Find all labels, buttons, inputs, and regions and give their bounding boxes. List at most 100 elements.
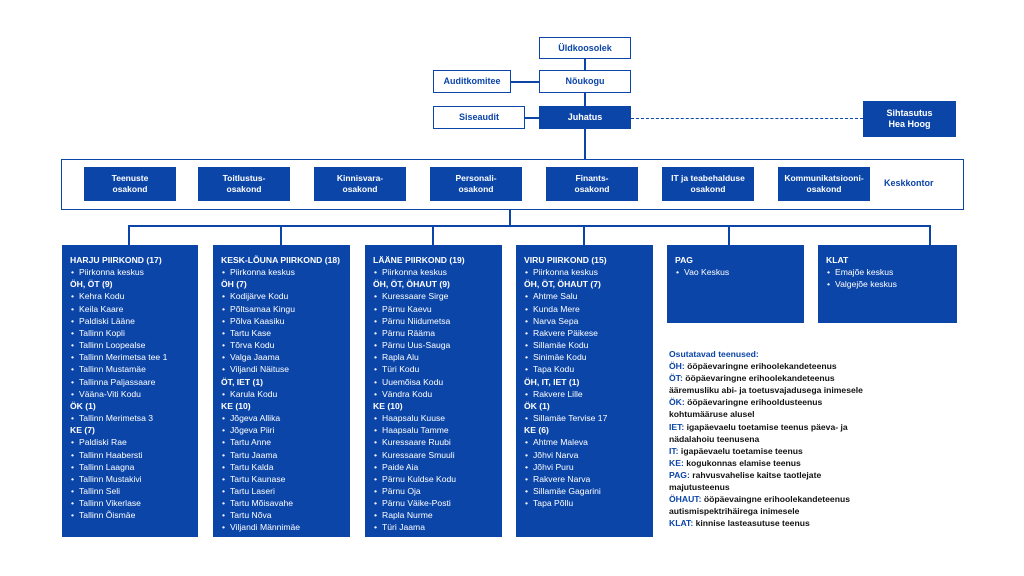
legend-value: igapäevaelu toetamise teenus päeva- ja n… [669,421,848,444]
location-item: Vao Keskus [675,266,798,278]
location-item: Tallinn Vikerlase [70,497,192,509]
juhatus-box: Juhatus [539,106,631,129]
dashed-connector-line [631,118,863,119]
location-item: Uuemõisa Kodu [373,376,496,388]
auditkomitee-box: Auditkomitee [433,70,511,93]
connector-line [728,225,730,245]
keskkontor-label: Keskkontor [884,178,934,188]
location-item: Karula Kodu [221,388,344,400]
location-item: Tartu Laseri [221,485,344,497]
services-legend: Osutatavad teenused: ÖH: ööpäevaringne e… [669,348,879,529]
connector-line [525,117,540,119]
legend-key: KE: [669,457,684,468]
legend-entry: KE: kogukonnas elamise teenus [669,457,879,469]
legend-entry: IET: igapäevaelu toetamise teenus päeva-… [669,421,879,445]
legend-key: ÖT: [669,373,683,384]
location-item: Kuressaare Sirge [373,290,496,302]
region-title: HARJU PIIRKOND (17) [70,255,162,265]
legend-value: ööpäevaringne erihoolekandeteenus [684,361,837,372]
location-item: Pärnu Väike-Posti [373,497,496,509]
legend-key: IET: [669,421,685,432]
location-item: Tallinn Mustamäe [70,363,192,375]
location-item: Paldiski Lääne [70,315,192,327]
location-item: Jõgeva Allika [221,412,344,424]
service-group-label: KE (10) [221,400,251,411]
location-item: Tartu Anne [221,436,344,448]
location-item: Kunda Mere [524,303,647,315]
connector-line [584,59,586,70]
location-item: Pärnu Kaevu [373,303,496,315]
location-item: Tallinn Loopealse [70,339,192,351]
location-item: Tartu Jaama [221,449,344,461]
dept-kinnisvara: Kinnisvara- osakond [314,167,406,201]
location-item: Piirkonna keskus [373,266,496,278]
location-item: Keila Kaare [70,303,192,315]
location-item: Tallinn Laagna [70,461,192,473]
connector-line [432,225,434,245]
region-title: VIRU PIIRKOND (15) [524,255,607,265]
location-item: Pärnu Rääma [373,327,496,339]
location-item: Haapsalu Kuuse [373,412,496,424]
service-group-label: ÖH, ÖT (9) [70,279,113,290]
service-group-label: KE (10) [373,400,403,411]
legend-value: rahvusvahelise kaitse taotlejate majutus… [669,469,822,493]
location-item: Tallinn Haabersti [70,449,192,461]
region-pag: PAGVao Keskus [667,245,804,323]
legend-value: ööpäevaringne erihooldusteenus kohtumäär… [669,397,823,420]
location-item: Ahtme Maleva [524,436,647,448]
uldkoosolek-box: Üldkoosolek [539,37,631,59]
location-item: Põltsamaa Kingu [221,303,344,315]
location-item: Rakvere Lille [524,388,647,400]
connector-line [929,225,931,245]
connector-line [509,210,511,226]
legend-entry: ÖT: ööpäevaringne erihoolekandeteenus ää… [669,372,879,396]
location-item: Paide Aia [373,461,496,473]
location-item: Pärnu Kuldse Kodu [373,473,496,485]
noukogu-box: Nõukogu [539,70,631,93]
legend-value: ööpäevaringne erihoolekandeteenus ääremu… [669,373,863,396]
location-item: Paldiski Rae [70,436,192,448]
location-item: Viljandi Näituse [221,363,344,375]
service-group-label: ÖH, ÖT, ÖHAUT (7) [524,279,601,290]
legend-key: IT: [669,445,679,456]
location-item: Jõhvi Puru [524,461,647,473]
location-item: Tallinn Õismäe [70,509,192,521]
location-item: Sillamäe Tervise 17 [524,412,647,424]
location-item: Emajõe keskus [826,266,951,278]
service-group-label: ÖK (1) [70,400,96,411]
sihtasutus-box: Sihtasutus Hea Hoog [863,101,956,137]
location-item: Sillamäe Gagarini [524,485,647,497]
connector-line [128,225,130,245]
service-group-label: ÖT, IET (1) [221,376,264,387]
connector-line [583,225,585,245]
location-item: Viljandi Männimäe [221,521,344,533]
dept-toitlustus: Toitlustus- osakond [198,167,290,201]
location-item: Piirkonna keskus [221,266,344,278]
service-group-label: ÖH, ÖT, ÖHAUT (9) [373,279,450,290]
location-item: Narva Sepa [524,315,647,327]
service-group-label: ÖK (1) [524,400,550,411]
keskkontor-container [61,159,964,210]
dept-it: IT ja teabehalduse osakond [662,167,754,201]
service-group-label: KE (6) [524,425,549,436]
dept-personali: Personali- osakond [430,167,522,201]
legend-key: PAG: [669,469,690,480]
location-item: Valgejõe keskus [826,278,951,290]
connector-line [280,225,282,245]
legend-entry: ÖK: ööpäevaringne erihooldusteenus kohtu… [669,396,879,420]
connector-line [584,128,586,159]
location-item: Tartu Kase [221,327,344,339]
location-item: Tõrva Kodu [221,339,344,351]
location-item: Tapa Kodu [524,363,647,375]
legend-key: KLAT: [669,518,694,529]
location-item: Kuressaare Smuuli [373,449,496,461]
location-item: Rakvere Päikese [524,327,647,339]
location-item: Tallinna Paljassaare [70,376,192,388]
location-item: Kuressaare Ruubi [373,436,496,448]
legend-entry: ÖHAUT: ööpäevaingne erihoolekandeteenus … [669,493,879,517]
location-item: Põlva Kaasiku [221,315,344,327]
location-item: Ahtme Salu [524,290,647,302]
